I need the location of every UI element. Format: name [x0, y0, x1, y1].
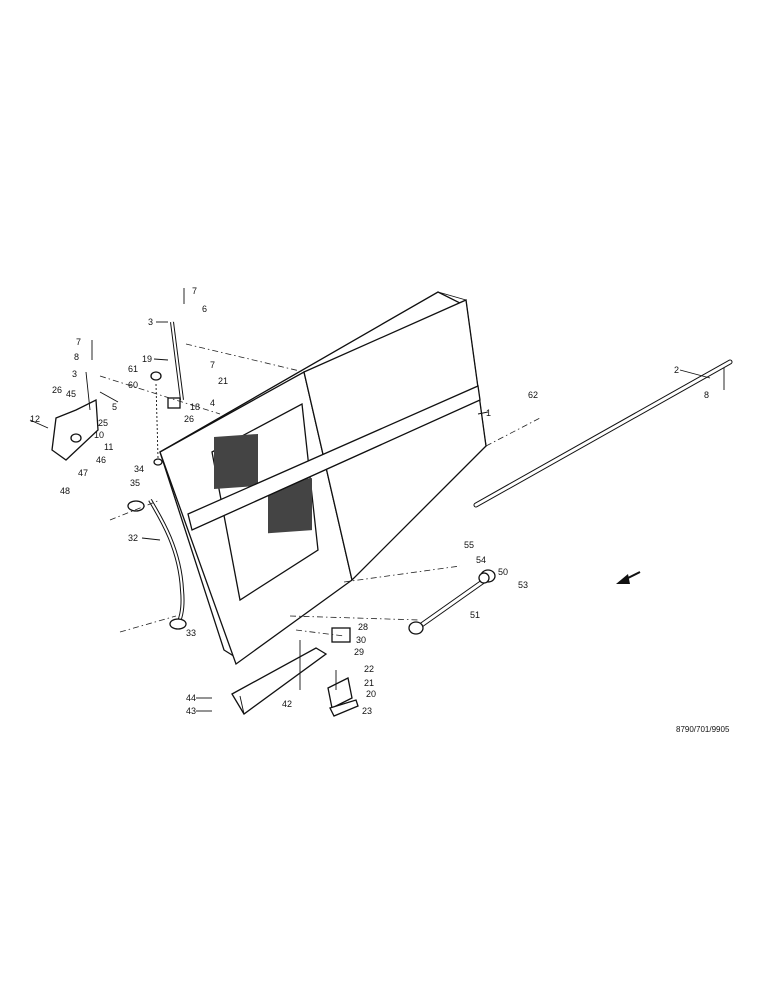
callout-61: 61	[128, 364, 138, 374]
callout-5: 5	[112, 402, 117, 412]
handle-bar	[127, 498, 187, 630]
callout-46: 46	[96, 455, 106, 465]
callout-35: 35	[130, 478, 140, 488]
direction-arrow	[616, 571, 641, 584]
callout-53: 53	[518, 580, 528, 590]
callout-18: 18	[190, 402, 200, 412]
mesh-lower	[268, 478, 312, 534]
gas-strut	[408, 569, 496, 635]
callout-43: 43	[186, 706, 196, 716]
callout-20: 20	[366, 689, 376, 699]
linkage-upper	[150, 288, 185, 466]
callout-6a: 6	[202, 304, 207, 314]
callout-ticks	[29, 321, 711, 712]
callout-19: 19	[142, 354, 152, 364]
callout-54: 54	[476, 555, 486, 565]
callout-labels: 7 6 3 19 61 60 7 21 18 4 26 7 8 3 26 45 …	[30, 286, 709, 716]
callout-34: 34	[134, 464, 144, 474]
callout-51: 51	[470, 610, 480, 620]
callout-4: 4	[210, 398, 215, 408]
callout-55: 55	[464, 540, 474, 550]
callout-42: 42	[282, 699, 292, 709]
callout-32: 32	[128, 533, 138, 543]
mesh-upper	[214, 433, 258, 490]
callout-7c: 7	[76, 337, 81, 347]
callout-10: 10	[94, 430, 104, 440]
callout-2: 2	[674, 365, 679, 375]
callout-3b: 3	[72, 369, 77, 379]
callout-28: 28	[358, 622, 368, 632]
callout-60: 60	[128, 380, 138, 390]
callout-21a: 21	[218, 376, 228, 386]
callout-23: 23	[362, 706, 372, 716]
callout-26b: 26	[52, 385, 62, 395]
callout-45: 45	[66, 389, 76, 399]
callout-12: 12	[30, 414, 40, 424]
leader-lines	[99, 343, 541, 690]
callout-25: 25	[98, 418, 108, 428]
callout-7a: 7	[192, 286, 197, 296]
callout-11: 11	[104, 442, 113, 452]
latch-assembly-left	[51, 340, 119, 461]
callout-8b: 8	[704, 390, 709, 400]
callout-33: 33	[186, 628, 196, 638]
callout-30: 30	[356, 635, 366, 645]
hinge-brackets	[327, 572, 490, 717]
callout-62: 62	[528, 390, 538, 400]
callout-7b: 7	[210, 360, 215, 370]
callout-22: 22	[364, 664, 374, 674]
bottom-plate	[231, 647, 328, 715]
callout-47: 47	[78, 468, 88, 478]
drawing-reference: 8790/701/9905	[676, 725, 730, 734]
callout-48: 48	[60, 486, 70, 496]
callout-1: 1	[486, 408, 491, 418]
callout-8a: 8	[74, 352, 79, 362]
main-panel	[159, 291, 487, 666]
callout-21b: 21	[364, 678, 374, 688]
callout-29: 29	[354, 647, 364, 657]
callout-3a: 3	[148, 317, 153, 327]
long-rod	[473, 359, 733, 508]
callout-44: 44	[186, 693, 196, 703]
callout-26a: 26	[184, 414, 194, 424]
callout-50: 50	[498, 567, 508, 577]
